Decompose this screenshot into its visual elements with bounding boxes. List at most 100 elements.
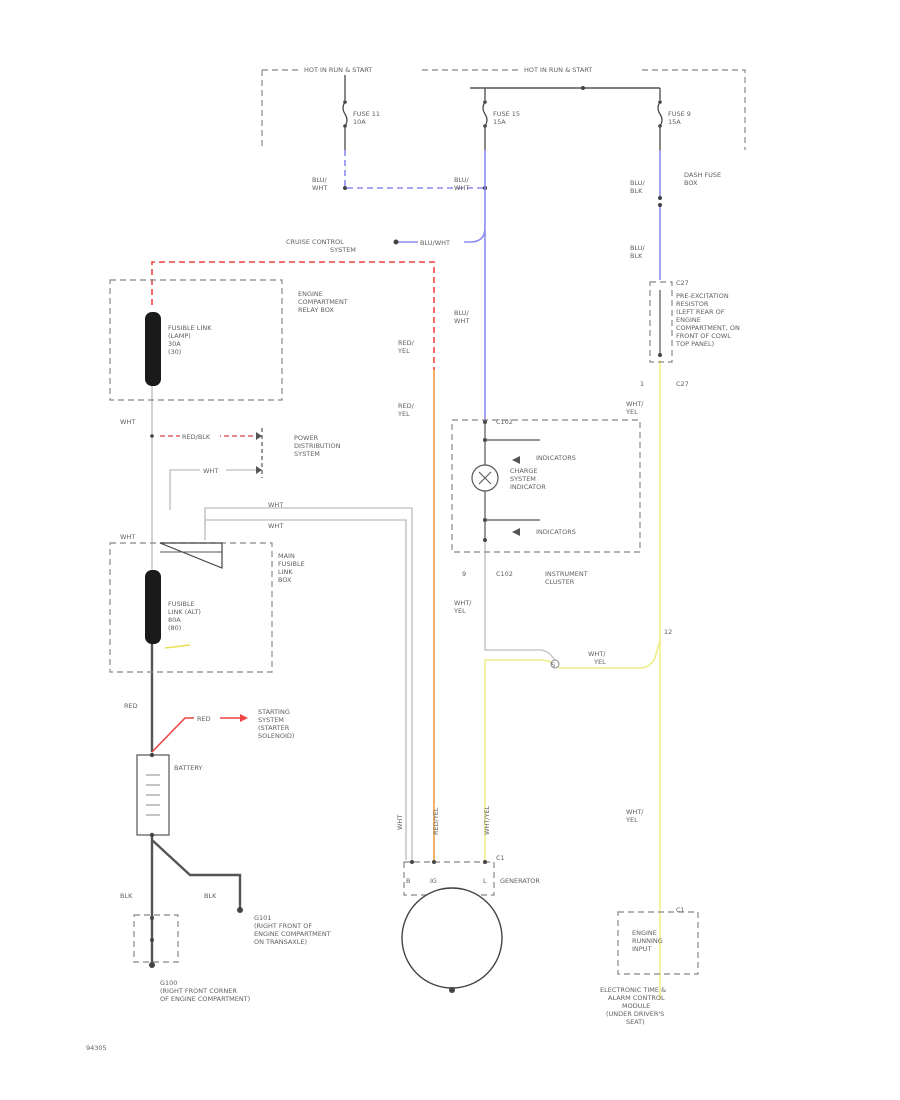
label-blk-a: BLK xyxy=(120,892,133,900)
label-wht-yel-bottom: WHT/ YEL xyxy=(625,808,646,824)
cluster-pin-9: 9 xyxy=(462,570,466,578)
ground-g100: G100 (RIGHT FRONT CORNER OF ENGINE COMPA… xyxy=(133,914,250,1003)
wire-blu-wht-cruise xyxy=(398,188,486,243)
fusible-link-box-outline xyxy=(109,542,273,673)
gen-pin-ig: IG xyxy=(430,877,437,885)
wire-wht-power xyxy=(169,469,256,510)
label-blu-wht-left: BLU/ WHT xyxy=(312,176,329,192)
c27-bottom: C27 xyxy=(676,380,689,388)
pre-excitation-resistor: C27 PRE-EXCITATION RESISTOR (LEFT REAR O… xyxy=(640,279,742,388)
power-distribution-system: POWER DISTRIBUTION SYSTEM xyxy=(256,428,343,478)
gen-connector-label: C1 xyxy=(496,854,505,862)
fuse-15-label: FUSE 15 xyxy=(493,110,520,118)
gen-pin-b: B xyxy=(406,877,410,885)
starting-system-label: STARTING SYSTEM (STARTER SOLENOID) xyxy=(258,708,294,740)
label-red-b: RED xyxy=(197,715,211,723)
fuse-9-label: FUSE 9 xyxy=(668,110,691,118)
power-distribution-label: POWER DISTRIBUTION SYSTEM xyxy=(294,434,343,458)
instrument-cluster-outline xyxy=(451,419,641,553)
label-vert-red-yel: RED/YEL xyxy=(432,807,440,835)
fuse-11-label: FUSE 11 xyxy=(353,110,380,118)
wire-red-yel-dashed xyxy=(151,261,435,370)
fuse-15-amp: 15A xyxy=(493,118,506,126)
label-wht-yel-right: WHT/ YEL xyxy=(625,400,646,416)
fuse-15: FUSE 15 15A xyxy=(482,100,520,128)
ground-g100-label: G100 (RIGHT FRONT CORNER OF ENGINE COMPA… xyxy=(160,979,250,1003)
wire-wht-gen-a xyxy=(204,507,413,860)
etacs-label: ELECTRONIC TIME & ALARM CONTROL MODULE (… xyxy=(600,986,668,1026)
relay-box-outline xyxy=(109,279,283,401)
dash-fuse-box: HOT IN RUN & START HOT IN RUN & START FU… xyxy=(261,64,746,187)
fuse-9: FUSE 9 15A xyxy=(657,100,691,128)
page-code: 94305 xyxy=(86,1044,107,1052)
cruise-control-label: CRUISE CONTROL SYSTEM xyxy=(286,238,356,254)
label-wht-b: WHT xyxy=(203,467,218,475)
fusible-link-alt xyxy=(145,570,161,644)
label-wht-d: WHT xyxy=(268,522,283,530)
label-red-yel-lower: RED/ YEL xyxy=(397,402,416,418)
dash-fuse-box-label: DASH FUSE BOX xyxy=(684,171,723,187)
wire-wht-yel-gen xyxy=(484,639,661,860)
label-blu-wht-right: BLU/ WHT xyxy=(454,176,471,192)
fuse-9-amp: 15A xyxy=(668,118,681,126)
label-blu-blk-upper: BLU/ BLK xyxy=(630,179,647,195)
label-blu-wht-mid: BLU/ WHT xyxy=(454,309,471,325)
battery: BATTERY xyxy=(136,752,202,838)
ground-g101-label: G101 (RIGHT FRONT OF ENGINE COMPARTMENT … xyxy=(254,914,333,946)
etacs-outline xyxy=(617,911,699,975)
wire-blk-g101 xyxy=(151,839,242,908)
cluster-pin-b: C102 xyxy=(496,570,513,578)
fusible-link-box-label: MAIN FUSIBLE LINK BOX xyxy=(278,552,307,584)
indicators-top-label: INDICATORS xyxy=(536,454,576,462)
label-wht-a: WHT xyxy=(120,418,135,426)
gen-pin-l: L xyxy=(483,877,487,885)
fuse-11: FUSE 11 10A xyxy=(342,100,380,128)
label-red-blk: RED/BLK xyxy=(182,433,211,441)
main-fusible-link-box: MAIN FUSIBLE LINK BOX FUSIBLE LINK (ALT)… xyxy=(109,542,307,673)
generator-label: GENERATOR xyxy=(500,877,540,885)
hot-label-a: HOT IN RUN & START xyxy=(304,66,372,74)
pin-12: 12 xyxy=(664,628,672,636)
wire-blu-wht-fuse11 xyxy=(344,150,485,189)
label-wht-yel-mid: WHT/ YEL xyxy=(453,599,474,615)
fusible-link-lamp-label: FUSIBLE LINK (LAMP) 30A (30) xyxy=(168,324,214,356)
indicators-bottom-label: INDICATORS xyxy=(536,528,576,536)
instrument-cluster: CHARGE SYSTEM INDICATOR INDICATORS INDIC… xyxy=(451,418,641,586)
cluster-pin-top: C102 xyxy=(496,418,513,426)
battery-label: BATTERY xyxy=(174,764,202,772)
engine-running-input-label: ENGINE RUNNING INPUT xyxy=(632,929,665,953)
wire-wht-yel-cluster xyxy=(484,540,556,661)
label-blu-blk-lower: BLU/ BLK xyxy=(630,244,647,260)
generator: B IG L C1 GENERATOR xyxy=(401,854,540,993)
etacs-connector: C1 xyxy=(676,906,685,914)
label-blk-b: BLK xyxy=(204,892,217,900)
fuse-11-amp: 10A xyxy=(353,118,366,126)
fusible-link-lamp xyxy=(145,312,161,386)
label-blu-wht-cruise: BLU/WHT xyxy=(420,239,450,247)
engine-compartment-relay-box: ENGINE COMPARTMENT RELAY BOX FUSIBLE LIN… xyxy=(109,279,350,401)
splice-s: S xyxy=(551,661,555,669)
fusible-link-alt-label: FUSIBLE LINK (ALT) 80A (80) xyxy=(168,600,203,632)
label-wht-yel-bus: WHT/ YEL xyxy=(588,650,608,666)
charge-indicator-label: CHARGE SYSTEM INDICATOR xyxy=(510,467,546,491)
label-wht-e: WHT xyxy=(120,533,135,541)
pin-1: 1 xyxy=(640,380,644,388)
label-vert-wht-yel: WHT/YEL xyxy=(483,805,491,835)
relay-box-label: ENGINE COMPARTMENT RELAY BOX xyxy=(298,290,350,314)
wire-wht-gen-b xyxy=(204,519,407,860)
label-wht-c: WHT xyxy=(268,501,283,509)
etacs-module: C1 ENGINE RUNNING INPUT ELECTRONIC TIME … xyxy=(600,906,699,1026)
pre-excitation-label: C27 PRE-EXCITATION RESISTOR (LEFT REAR O… xyxy=(675,279,742,348)
generator-body xyxy=(401,887,503,989)
label-vert-wht: WHT xyxy=(396,815,404,830)
generator-connector xyxy=(403,861,495,896)
label-red-yel-upper: RED/ YEL xyxy=(397,339,416,355)
fuse-box-outline xyxy=(261,69,746,150)
instrument-cluster-label: INSTRUMENT CLUSTER xyxy=(545,570,590,586)
hot-label-b: HOT IN RUN & START xyxy=(524,66,592,74)
wire-red-starter xyxy=(151,717,240,753)
resistor-outline xyxy=(649,281,673,363)
label-red-a: RED xyxy=(124,702,138,710)
